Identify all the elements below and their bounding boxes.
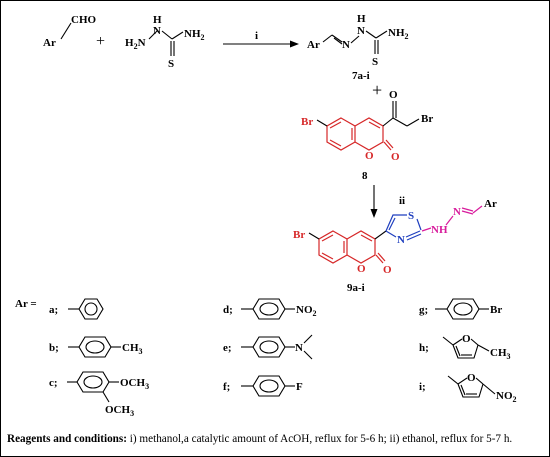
thiosemicarbazide-n-label: N [153,25,161,37]
ar-b-tolyl: b; CH3 [49,336,143,358]
ar-g-key: g; [419,304,428,316]
coumarin-thiazole-product-9: O O Br S N NH N Ar 9a-i [293,198,497,294]
ar-i-no2: NO2 [496,390,517,404]
aldehyde-reactant: Ar CHO [43,14,97,49]
scheme-drawing: Ar CHO + H2N H N NH2 S i Ar N H N NH2 [15,13,517,418]
product-9-n-imine: N [453,206,461,218]
ar-a-phenyl: a; [49,298,104,320]
ar-h-o: O [462,333,471,345]
product-9-ar: Ar [484,198,497,210]
product-7-label: 7a-i [352,70,370,82]
product-7-h-label: H [357,13,366,25]
product-7-n1-label: N [342,39,350,51]
step-i-label: i [255,30,258,42]
product-7-ar-label: Ar [307,39,320,51]
step-ii-arrow: ii [370,185,405,218]
ar-d-key: d; [223,304,233,316]
aldehyde-cho-label: CHO [71,14,97,26]
product-9-thiazole-s: S [408,210,414,222]
compound-8-br-ring: Br [301,116,313,128]
product-9-br: Br [293,229,305,241]
bromoacetyl-coumarin-8: O O Br O Br 8 [301,89,433,182]
product-9-nh: NH [431,224,448,236]
ar-g-br: Br [490,304,502,316]
ar-f-key: f; [223,381,230,393]
ar-h-ch3: CH3 [490,347,511,361]
product-9-label: 9a-i [347,282,365,294]
product-9-thiazole-n: N [397,234,405,246]
ar-i-nitrofuranyl: i; O NO2 [419,372,517,404]
compound-8-br-acetyl: Br [421,113,433,125]
ar-table-header: Ar = [15,298,37,310]
thiosemicarbazone-product: Ar N H N NH2 S 7a-i [307,13,409,82]
thiosemicarbazide-s-label: S [168,58,174,70]
compound-8-ring-o: O [365,150,374,162]
plus-sign-2: + [372,80,382,100]
thiosemicarbazide-reactant: H2N H N NH2 S [125,14,205,70]
thiosemicarbazide-nh2-label: NH2 [184,28,205,42]
product-7-nh2-label: NH2 [388,27,409,41]
ar-e-dimethylaminophenyl: e; N [223,334,313,360]
product-9-ring-o: O [357,263,366,275]
ar-d-no2: NO2 [296,304,317,318]
h2n-label: H2N [125,37,146,51]
product-7-n2-label: N [357,25,365,37]
ar-a-key: a; [49,304,58,316]
reaction-conditions-caption: Reagents and conditions: i) methanol,a c… [7,433,547,445]
caption-bold: Reagents and conditions: [7,433,127,445]
plus-sign-1: + [96,33,105,50]
ar-g-bromophenyl: g; Br [419,298,502,320]
ar-b-ch3: CH3 [122,342,143,356]
compound-8-ketone-o: O [389,89,398,101]
ar-h-key: h; [419,342,429,354]
ar-b-key: b; [49,342,59,354]
step-ii-label: ii [399,195,405,207]
product-7-s-label: S [372,56,378,68]
thiosemicarbazide-h-label: H [153,14,162,26]
ar-i-key: i; [419,381,426,393]
compound-8-label: 8 [362,170,368,182]
compound-8-lactone-o: O [391,151,400,163]
ar-c-key: c; [49,377,58,389]
step-i-arrow: i [223,30,299,48]
ar-d-nitrophenyl: d; NO2 [223,298,317,320]
ar-e-n: N [295,342,303,354]
aldehyde-ar-label: Ar [43,37,56,49]
ar-c-dimethoxyphenyl: c; OCH3 OCH3 [49,371,149,418]
ar-h-methylfuranyl: h; O CH3 [419,333,511,361]
ar-f-fluorophenyl: f; F [223,375,303,397]
ar-c-och3-1: OCH3 [120,377,149,391]
ar-e-key: e; [223,342,232,354]
caption-text: i) methanol,a catalytic amount of AcOH, … [126,433,513,445]
ar-f-f: F [296,381,303,393]
product-9-lactone-o: O [383,264,392,276]
ar-i-o: O [467,372,476,384]
ar-c-och3-2: OCH3 [105,404,134,418]
